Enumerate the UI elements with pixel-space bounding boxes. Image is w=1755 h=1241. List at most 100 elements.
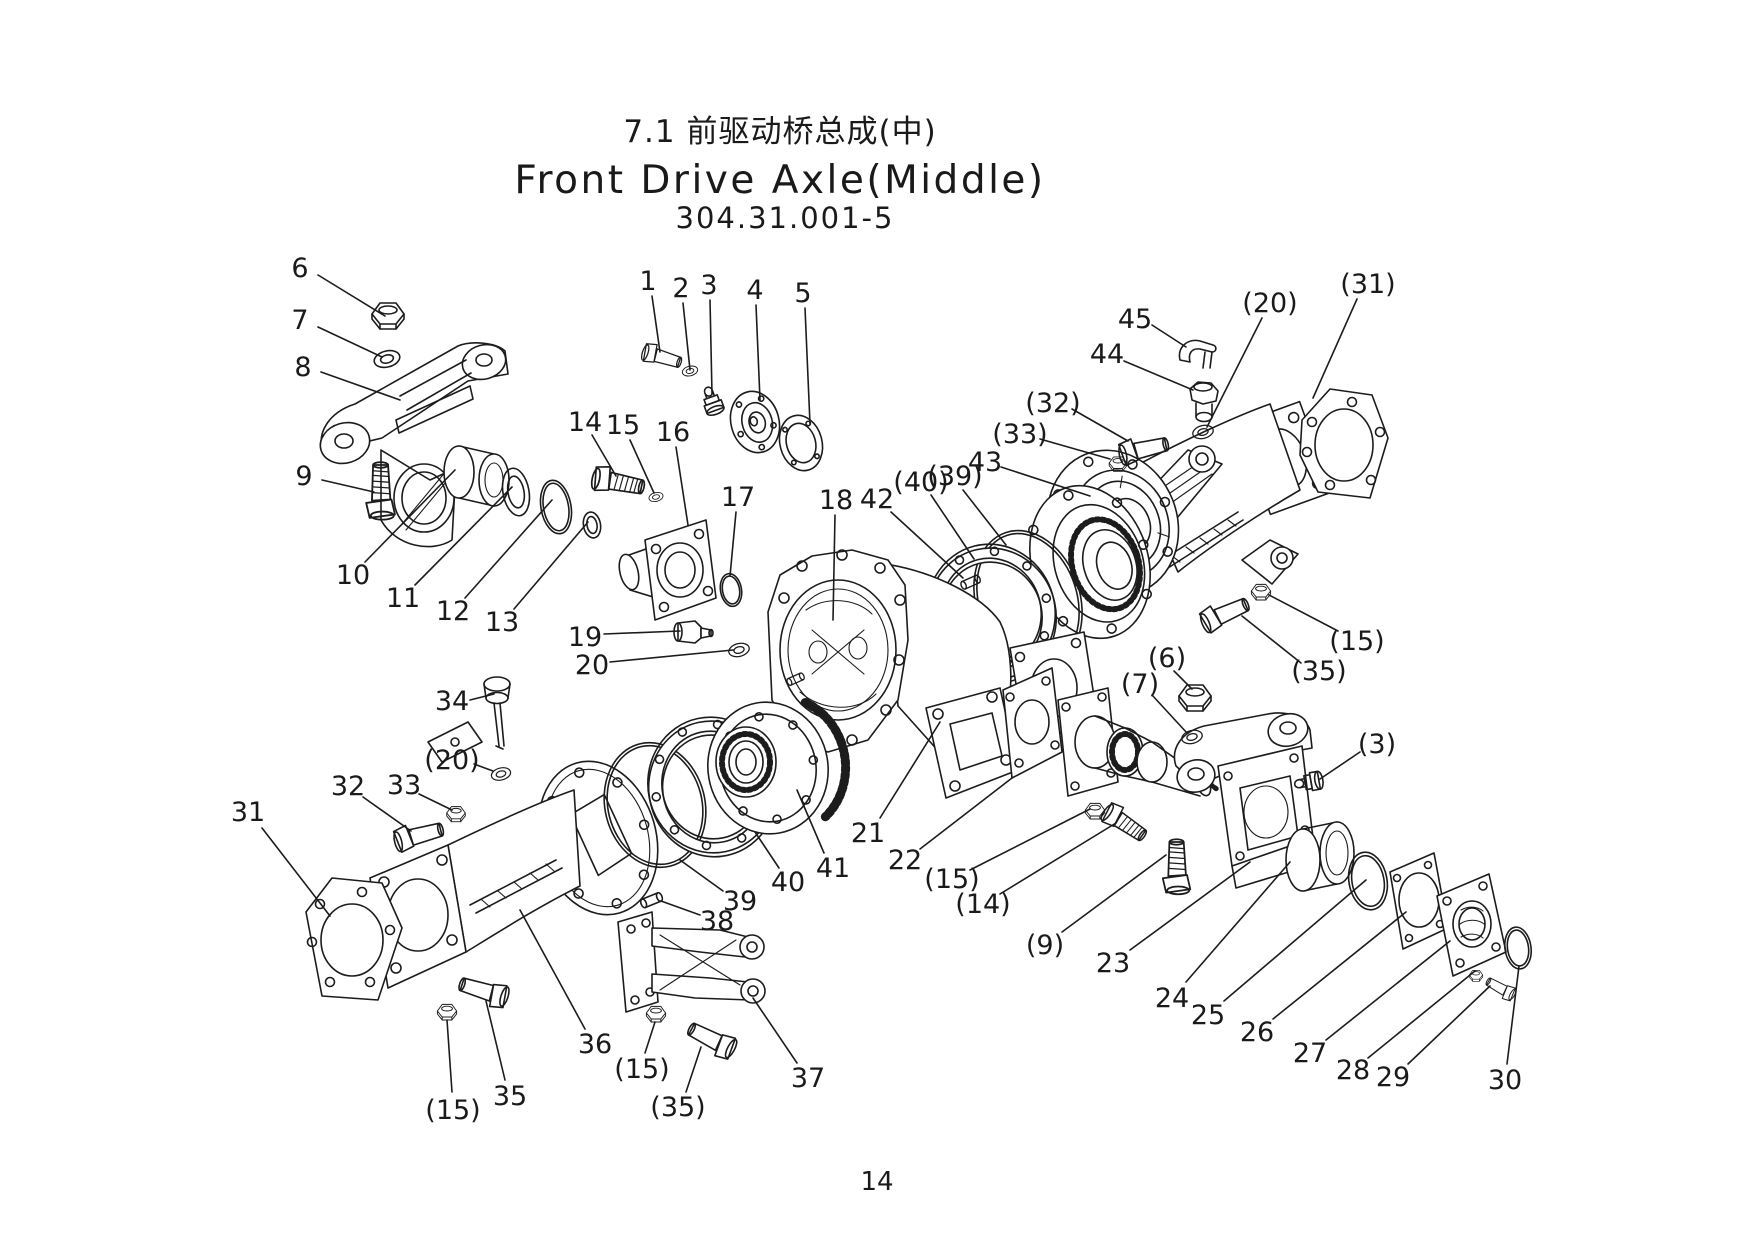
callout-p32p-57: (32): [1025, 388, 1080, 419]
callout-p20p-55: (20): [424, 745, 479, 776]
callout-45-44: 45: [1118, 304, 1152, 335]
part-bearing-carrier-43: [1028, 484, 1152, 640]
callout-22-21: 22: [888, 845, 922, 876]
callout-4-3: 4: [746, 275, 763, 306]
leader-line-p14p-49: [999, 822, 1117, 895]
callout-33-32: 33: [387, 770, 421, 801]
callout-17-16: 17: [721, 482, 755, 513]
leader-line-p15p-53: [644, 1021, 656, 1054]
callout-p33p-58: (33): [992, 419, 1047, 450]
pin-42: [959, 573, 983, 591]
leader-line-p35p-59: [1241, 615, 1302, 664]
leader-line-7-6: [317, 326, 383, 358]
leader-line-38-37: [660, 900, 701, 916]
callout-p20p-54: (20): [1242, 288, 1297, 319]
part-oring-17: [719, 572, 743, 608]
part-flange-cap: [1436, 873, 1507, 977]
leader-line-43-42: [1000, 466, 1091, 497]
callout-6-5: 6: [291, 253, 308, 284]
part-oring-30: [1503, 926, 1533, 970]
part-oring-12: [539, 479, 573, 535]
callout-p35p-60: (35): [650, 1092, 705, 1123]
callout-p15p-51: (15): [1329, 626, 1384, 657]
leader-line-6-5: [317, 274, 386, 317]
leader-line-45-44: [1151, 324, 1187, 348]
callout-32-31: 32: [331, 771, 365, 802]
leader-line-29-28: [1407, 985, 1491, 1065]
bolt-35-right: [1196, 591, 1254, 636]
callout-p9p-48: (9): [1026, 930, 1064, 961]
leader-line-p15p-50: [969, 808, 1091, 871]
leader-line-22-21: [919, 777, 1013, 850]
callout-38-37: 38: [700, 906, 734, 937]
leader-line-37-36: [752, 997, 798, 1064]
leader-line-p20p-55: [473, 763, 494, 772]
part-support-bracket-37: [617, 911, 766, 1013]
leader-line-9-8: [321, 479, 375, 493]
callout-24-23: 24: [1155, 983, 1189, 1014]
callout-36-35: 36: [578, 1029, 612, 1060]
leader-line-15-14: [629, 439, 655, 494]
callout-27-26: 27: [1293, 1038, 1327, 1069]
leader-line-p7p-47: [1151, 694, 1188, 734]
callout-23-22: 23: [1096, 948, 1130, 979]
callout-9-8: 9: [295, 461, 312, 492]
part-thrust-washer-11: [501, 467, 531, 517]
callout-p31p-56: (31): [1340, 269, 1395, 300]
leader-line-8-7: [320, 371, 401, 401]
callout-41-40: 41: [816, 853, 850, 884]
lock-nut-28: [1468, 970, 1484, 982]
leader-line-4-3: [755, 304, 761, 401]
part-gasket-22: [1002, 667, 1063, 779]
callout-p39p-61: (39): [927, 461, 982, 492]
part-bearing-flange-4: [729, 390, 781, 454]
part-gasket-5: [778, 414, 824, 472]
callout-18-17: 18: [819, 485, 853, 516]
leader-line-36-35: [519, 909, 586, 1030]
leader-line-18-17: [832, 514, 836, 621]
washer-15: [647, 490, 665, 504]
callout-29-28: 29: [1376, 1062, 1410, 1093]
part-drain-plug-19: [673, 620, 714, 644]
bolt-9-right: [1161, 838, 1192, 896]
callout-p15p-52: (15): [425, 1095, 480, 1126]
callout-8-7: 8: [294, 352, 311, 383]
leader-line-20-19: [609, 649, 734, 663]
callout-30-29: 30: [1488, 1065, 1522, 1096]
leader-line-p6p-46: [1173, 670, 1193, 690]
callout-11-10: 11: [386, 583, 420, 614]
part-steering-knuckle-right: [1173, 712, 1314, 889]
callout-34-33: 34: [435, 686, 469, 717]
part-oring-39-left: [603, 741, 707, 869]
leader-line-40-39: [754, 831, 780, 869]
leader-line-25-24: [1223, 879, 1367, 1002]
washer-7: [371, 347, 403, 371]
leader-line-35-34: [485, 1000, 506, 1081]
bolt-1: [639, 340, 685, 374]
callout-p7p-47: (7): [1121, 669, 1159, 700]
leader-line-23-22: [1129, 861, 1251, 951]
leader-line-10-9: [364, 469, 456, 563]
leader-line-21-20: [879, 721, 941, 819]
part-gasket-31-left: [305, 877, 403, 1001]
callout-7-6: 7: [291, 305, 308, 336]
callout-13-12: 13: [485, 607, 519, 638]
leader-line-41-40: [796, 789, 825, 854]
bolt-14: [589, 462, 648, 502]
washer-20-left: [489, 765, 513, 783]
callout-26-25: 26: [1240, 1017, 1274, 1048]
part-oring-a: [1347, 851, 1389, 911]
bolt-35-b: [682, 1016, 741, 1064]
leader-line-32-31: [362, 796, 412, 832]
leader-line-p39p-61: [962, 489, 1007, 546]
part-breather-45: [1178, 339, 1217, 369]
callout-25-24: 25: [1191, 1000, 1225, 1031]
nut-15-upper-right: [1250, 583, 1272, 601]
callout-5-4: 5: [794, 278, 811, 309]
part-bushing-right: [1285, 821, 1355, 892]
callout-p3p-45: (3): [1358, 729, 1396, 760]
callout-35-34: 35: [493, 1081, 527, 1112]
callout-20-19: 20: [575, 650, 609, 681]
callout-15-14: 15: [606, 410, 640, 441]
